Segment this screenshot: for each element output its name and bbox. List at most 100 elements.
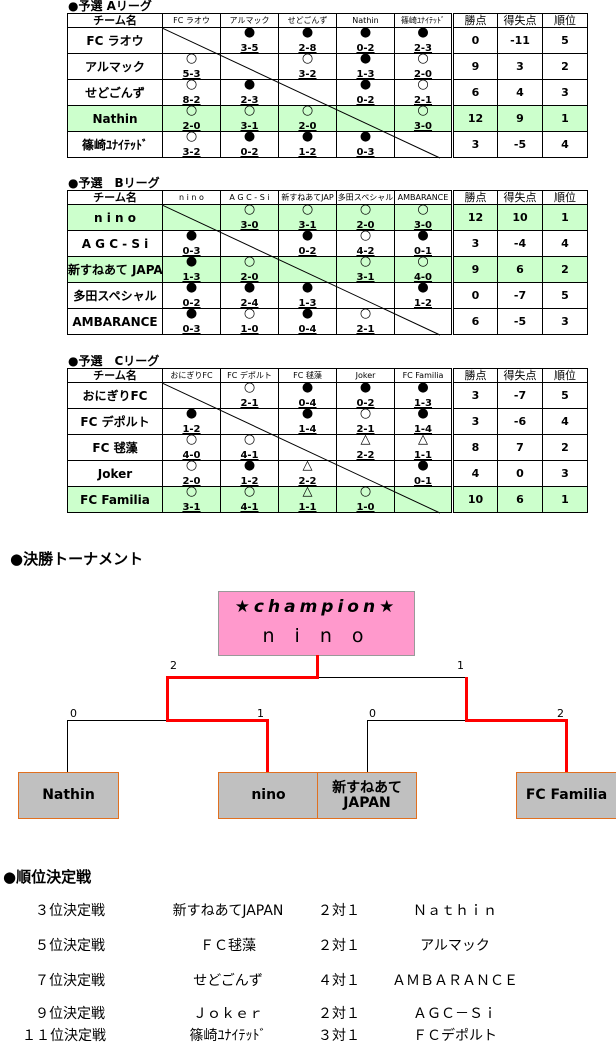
stat-value: 3 (542, 308, 588, 335)
stat-value: 6 (452, 308, 498, 335)
stat-value: 1 (542, 105, 588, 132)
bracket-team-shinsuneate: 新すねあて JAPAN (317, 772, 417, 819)
result-cell: ○4-0 (162, 434, 221, 461)
result-cell: ○5-3 (162, 53, 221, 80)
result-mark: ○ (359, 308, 372, 321)
result-mark: ● (301, 408, 314, 421)
result: ●0-4 (280, 384, 336, 408)
result-mark: △ (418, 434, 428, 447)
result-cell: ●0-2 (336, 27, 395, 54)
winner-path (465, 677, 468, 722)
winner-path (266, 719, 269, 772)
result-mark: ○ (243, 256, 256, 269)
result-cell: △2-2 (336, 434, 395, 461)
result-mark: ○ (301, 204, 314, 217)
result-cell: ●0-1 (394, 460, 454, 487)
result-score: 0-4 (298, 324, 317, 335)
team-name: 篠崎ﾕﾅｲﾃｯﾄﾞ (67, 131, 163, 158)
result-cell: ●0-2 (336, 382, 395, 409)
result-score: 2-0 (298, 121, 317, 132)
result-mark: ○ (243, 382, 256, 395)
header-opponent: Joker (336, 368, 395, 383)
result-cell: △1-1 (394, 434, 454, 461)
team-name: Joker (67, 460, 163, 487)
result-mark: ● (301, 282, 314, 295)
result-score: 3-0 (413, 121, 433, 132)
result: ○2-1 (338, 308, 394, 334)
stat-value: 9 (452, 256, 498, 283)
result-mark: ● (243, 27, 256, 40)
team-name: FC Familia (67, 486, 163, 513)
result (338, 462, 394, 486)
result-cell: ●0-2 (220, 131, 279, 158)
stat-value: 12 (452, 204, 498, 231)
team-name: おにぎりFC (67, 382, 163, 409)
result-cell: ○2-0 (336, 204, 395, 231)
bracket-line (67, 720, 68, 772)
result-score: 2-1 (413, 95, 433, 106)
result: ○4-2 (338, 232, 394, 256)
match-label: １１位決定戦 (22, 1028, 106, 1044)
result: ●0-2 (280, 232, 336, 256)
team-name: n i n o (67, 204, 163, 231)
result-cell: ●0-2 (162, 282, 221, 309)
result: ●0-2 (164, 284, 220, 309)
team-name: 多田スペシャル (67, 282, 163, 309)
stat-value: -7 (497, 382, 543, 409)
result: ○2-1 (338, 410, 394, 434)
header-opponent: FC デポルト (220, 368, 279, 383)
result-score: 3-2 (298, 69, 317, 80)
result: ●0-2 (338, 81, 394, 105)
result: ● 1-2 (222, 460, 278, 487)
result-cell (278, 434, 337, 461)
match-loser: アルマック (420, 938, 490, 954)
result-cell: ●1-4 (278, 408, 337, 435)
match-winner: せどごんず (193, 973, 263, 989)
result-cell (220, 408, 279, 435)
header-opponent: せどごんず (278, 13, 337, 28)
result: ●0-1 (396, 462, 450, 486)
result-mark: ○ (301, 105, 314, 118)
result-mark: ○ (185, 434, 198, 447)
result-mark: ● (243, 79, 256, 92)
result-cell: ○ 2-0 (278, 105, 337, 132)
result (222, 232, 278, 256)
result-score: 2-0 (182, 476, 201, 487)
result-cell (336, 282, 395, 309)
stat-value: 4 (542, 408, 588, 435)
result: ●3-5 (222, 27, 278, 53)
result-mark: ● (243, 460, 256, 473)
result-mark: ○ (185, 53, 198, 66)
result: ○5-3 (164, 53, 220, 79)
result: ●2-4 (222, 284, 278, 308)
result: ●0-3 (338, 131, 394, 157)
result-mark: ● (185, 408, 198, 421)
match-score: ２対１ (318, 938, 360, 954)
result: ○2-1 (222, 382, 278, 408)
result-cell: ○3-2 (162, 131, 221, 158)
result-score: 1-3 (298, 298, 317, 309)
stat-value: 5 (542, 27, 588, 54)
result-cell (394, 308, 454, 335)
result (396, 133, 450, 157)
team-name: Nathin (67, 105, 163, 132)
match-winner: Ｊｏｋｅｒ (193, 1006, 263, 1022)
result: ○3-1 (280, 204, 336, 230)
result-score: 2-0 (413, 69, 433, 80)
stat-value: 7 (497, 434, 543, 461)
result: ●2-8 (280, 29, 336, 53)
result-cell: ● 1-2 (220, 460, 279, 487)
result (280, 258, 336, 282)
result-cell: ●2-4 (220, 282, 279, 309)
result-score: 1-2 (240, 476, 259, 487)
result-score: 0-2 (182, 298, 201, 309)
result-score: 2-2 (356, 450, 375, 461)
result-mark: ● (359, 131, 372, 144)
result-mark: ● (417, 408, 429, 421)
header-opponent: FC ラオウ (162, 13, 221, 28)
